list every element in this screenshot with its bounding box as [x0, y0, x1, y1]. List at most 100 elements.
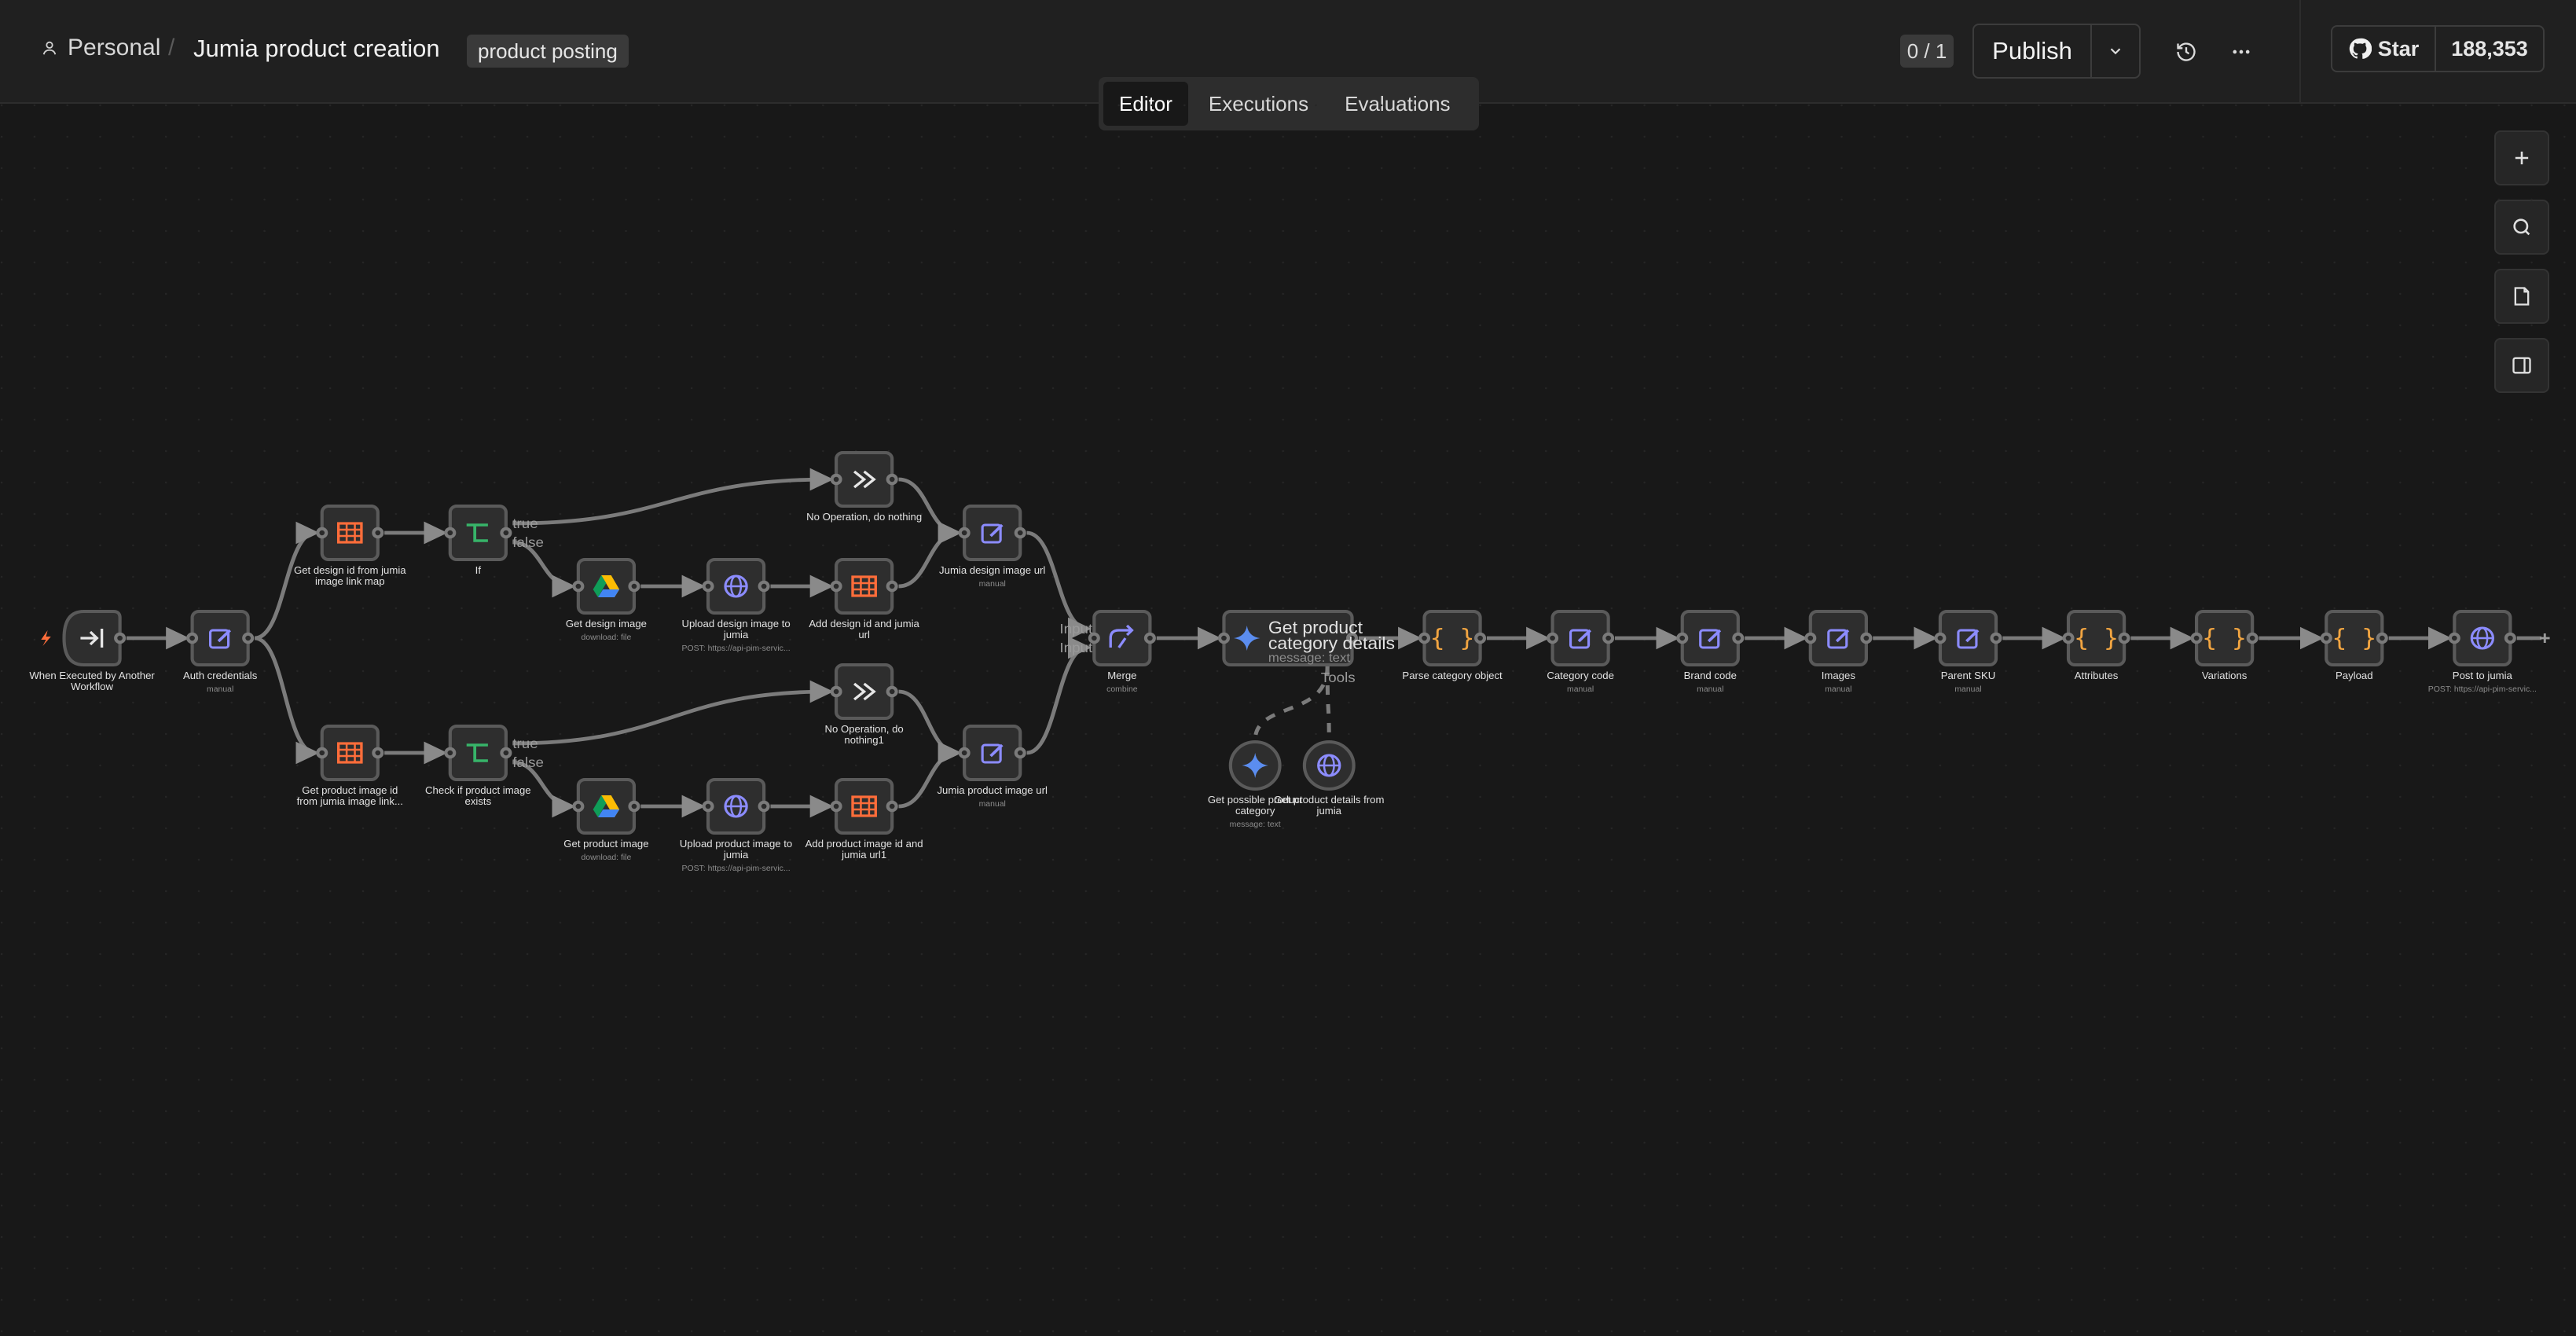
connection-line[interactable] — [512, 540, 576, 598]
input-port[interactable] — [1088, 632, 1100, 644]
connection-line[interactable] — [1026, 636, 1092, 755]
input-port[interactable] — [1676, 632, 1689, 644]
node-body[interactable] — [576, 778, 637, 835]
tool-connection[interactable] — [1253, 666, 1330, 741]
connection-line[interactable] — [512, 680, 834, 746]
input-port[interactable] — [702, 800, 714, 813]
output-port[interactable] — [1602, 632, 1615, 644]
node-body[interactable] — [835, 778, 894, 835]
workflow-tag[interactable]: product posting — [467, 35, 629, 68]
input-port[interactable] — [2320, 632, 2332, 644]
connection-line[interactable] — [1026, 530, 1092, 640]
input-port[interactable] — [830, 800, 842, 813]
history-button[interactable] — [2169, 35, 2204, 69]
output-port[interactable] — [2504, 632, 2516, 644]
workflow-node[interactable]: No Operation, do nothing — [806, 451, 922, 523]
node-body[interactable] — [1092, 610, 1152, 666]
connection-line[interactable] — [254, 521, 320, 640]
input-port[interactable] — [572, 800, 585, 813]
output-port[interactable] — [1990, 632, 2002, 644]
output-port[interactable] — [886, 685, 898, 698]
input-port[interactable] — [830, 473, 842, 486]
breadcrumb-project[interactable]: Personal — [41, 35, 160, 61]
github-star-count[interactable]: 188,353 — [2451, 36, 2528, 61]
input-port[interactable] — [186, 632, 199, 644]
output-port[interactable] — [372, 747, 384, 759]
output-port[interactable] — [886, 473, 898, 486]
output-port[interactable] — [372, 527, 384, 539]
add-next-node-handle[interactable] — [2516, 633, 2550, 643]
github-star-button[interactable]: Star — [2332, 27, 2436, 71]
output-port[interactable] — [500, 527, 512, 539]
connection-line[interactable] — [898, 521, 962, 589]
output-port[interactable] — [1014, 747, 1026, 759]
node-body[interactable] — [448, 505, 508, 561]
output-port[interactable] — [242, 632, 255, 644]
output-port[interactable] — [1143, 632, 1156, 644]
workflow-node[interactable]: { }Parse category object — [1402, 610, 1503, 681]
more-options-button[interactable] — [2224, 35, 2259, 69]
input-port[interactable] — [572, 580, 585, 593]
node-body[interactable] — [320, 505, 380, 561]
input-port[interactable] — [830, 685, 842, 698]
tool-connection[interactable] — [1325, 666, 1331, 741]
output-port[interactable] — [2376, 632, 2388, 644]
input-port[interactable] — [1547, 632, 1559, 644]
input-port[interactable] — [444, 747, 457, 759]
output-port[interactable] — [758, 800, 770, 813]
workflow-title[interactable]: Jumia product creation — [193, 35, 440, 62]
input-port[interactable] — [1418, 632, 1431, 644]
node-body[interactable] — [835, 558, 894, 615]
connection-line[interactable] — [512, 760, 576, 818]
input-port[interactable] — [958, 527, 971, 539]
workflow-node[interactable]: { }Payload — [2320, 610, 2388, 681]
node-body[interactable] — [576, 558, 637, 615]
input-port[interactable] — [1217, 632, 1230, 644]
output-port[interactable] — [2246, 632, 2259, 644]
output-port[interactable] — [628, 800, 640, 813]
workflow-node[interactable]: { }Attributes — [2062, 610, 2130, 681]
node-body[interactable] — [448, 725, 508, 781]
output-port[interactable] — [500, 747, 512, 759]
output-port[interactable] — [114, 632, 127, 644]
output-port[interactable] — [886, 800, 898, 813]
output-port[interactable] — [1732, 632, 1745, 644]
connection-line[interactable] — [898, 741, 962, 809]
input-port[interactable] — [2190, 632, 2203, 644]
input-port[interactable] — [830, 580, 842, 593]
output-port[interactable] — [1474, 632, 1487, 644]
input-port[interactable] — [958, 747, 971, 759]
node-body[interactable] — [320, 725, 380, 781]
input-port[interactable] — [1934, 632, 1947, 644]
input-port[interactable] — [2062, 632, 2075, 644]
output-port[interactable] — [758, 580, 770, 593]
input-port[interactable] — [316, 747, 328, 759]
input-port[interactable] — [444, 527, 457, 539]
workflow-node[interactable]: { }Variations — [2190, 610, 2259, 681]
input-port[interactable] — [2448, 632, 2460, 644]
connection-line[interactable] — [254, 636, 320, 765]
output-port[interactable] — [1860, 632, 1873, 644]
output-port[interactable] — [1346, 632, 1359, 644]
connection-line[interactable] — [512, 468, 834, 526]
